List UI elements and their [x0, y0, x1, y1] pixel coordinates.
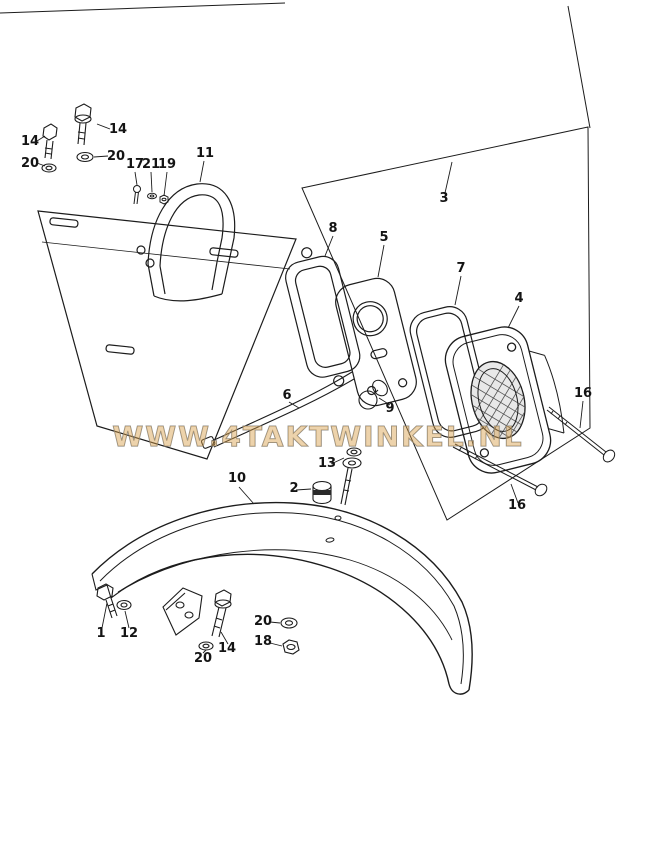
part-label-1: 1 [96, 626, 105, 641]
gasket-8 [285, 247, 361, 387]
part-label-20: 20 [254, 614, 272, 629]
part-label-21: 21 [142, 157, 160, 172]
part-label-6: 6 [282, 388, 291, 403]
part-label-16: 16 [574, 386, 592, 401]
part-label-3: 3 [439, 191, 448, 206]
screw-16-upper [546, 406, 616, 463]
lens-gasket-7 [409, 306, 491, 438]
part-label-20: 20 [107, 149, 125, 164]
part-label-11: 11 [196, 146, 214, 161]
wire-6 [200, 371, 355, 449]
assembly-box [301, 126, 591, 521]
base-plate-5 [335, 277, 417, 407]
fender-bracket [162, 587, 203, 636]
part-label-9: 9 [385, 401, 394, 416]
washer-20-right [280, 617, 298, 629]
part-label-19: 19 [158, 157, 176, 172]
rear-fender-10 [91, 501, 473, 695]
part-label-14: 14 [21, 134, 39, 149]
bolt-14-bottom [211, 589, 232, 638]
screw-17 [133, 185, 141, 205]
license-bracket-plate [37, 210, 297, 460]
washer-20-top-second [76, 151, 94, 163]
part-label-8: 8 [328, 221, 337, 236]
washer-20-top-left [41, 163, 57, 173]
part-label-14: 14 [218, 641, 236, 656]
washers-13 [340, 447, 362, 506]
nut-18 [282, 639, 300, 655]
part-label-20: 20 [194, 651, 212, 666]
part-label-20: 20 [21, 156, 39, 171]
part-label-10: 10 [228, 471, 246, 486]
washer-20-bottom [198, 641, 214, 651]
part-label-2: 2 [289, 481, 298, 496]
screw-16-lower [452, 443, 548, 497]
part-label-5: 5 [379, 230, 388, 245]
leader-lines [36, 123, 584, 654]
part-label-18: 18 [254, 634, 272, 649]
part-label-13: 13 [318, 456, 336, 471]
washer-21 [147, 192, 157, 200]
washer-12 [116, 599, 132, 611]
part-label-14: 14 [109, 122, 127, 137]
bolt-1 [96, 583, 118, 619]
part-label-17: 17 [126, 157, 144, 172]
part-label-7: 7 [456, 261, 465, 276]
bulb-9 [358, 379, 388, 410]
bolt-14-top-left [42, 123, 58, 160]
part-label-16: 16 [508, 498, 526, 513]
bolt-14-top-second [74, 103, 92, 146]
part-label-4: 4 [514, 291, 523, 306]
part-label-12: 12 [120, 626, 138, 641]
frame-lines [0, 2, 591, 129]
watermark-text: WWW.4TAKTWINKEL.NL [112, 420, 523, 453]
grommet-2 [312, 480, 332, 505]
taillight-lens-4 [444, 326, 565, 474]
mount-strap-11 [136, 183, 236, 302]
